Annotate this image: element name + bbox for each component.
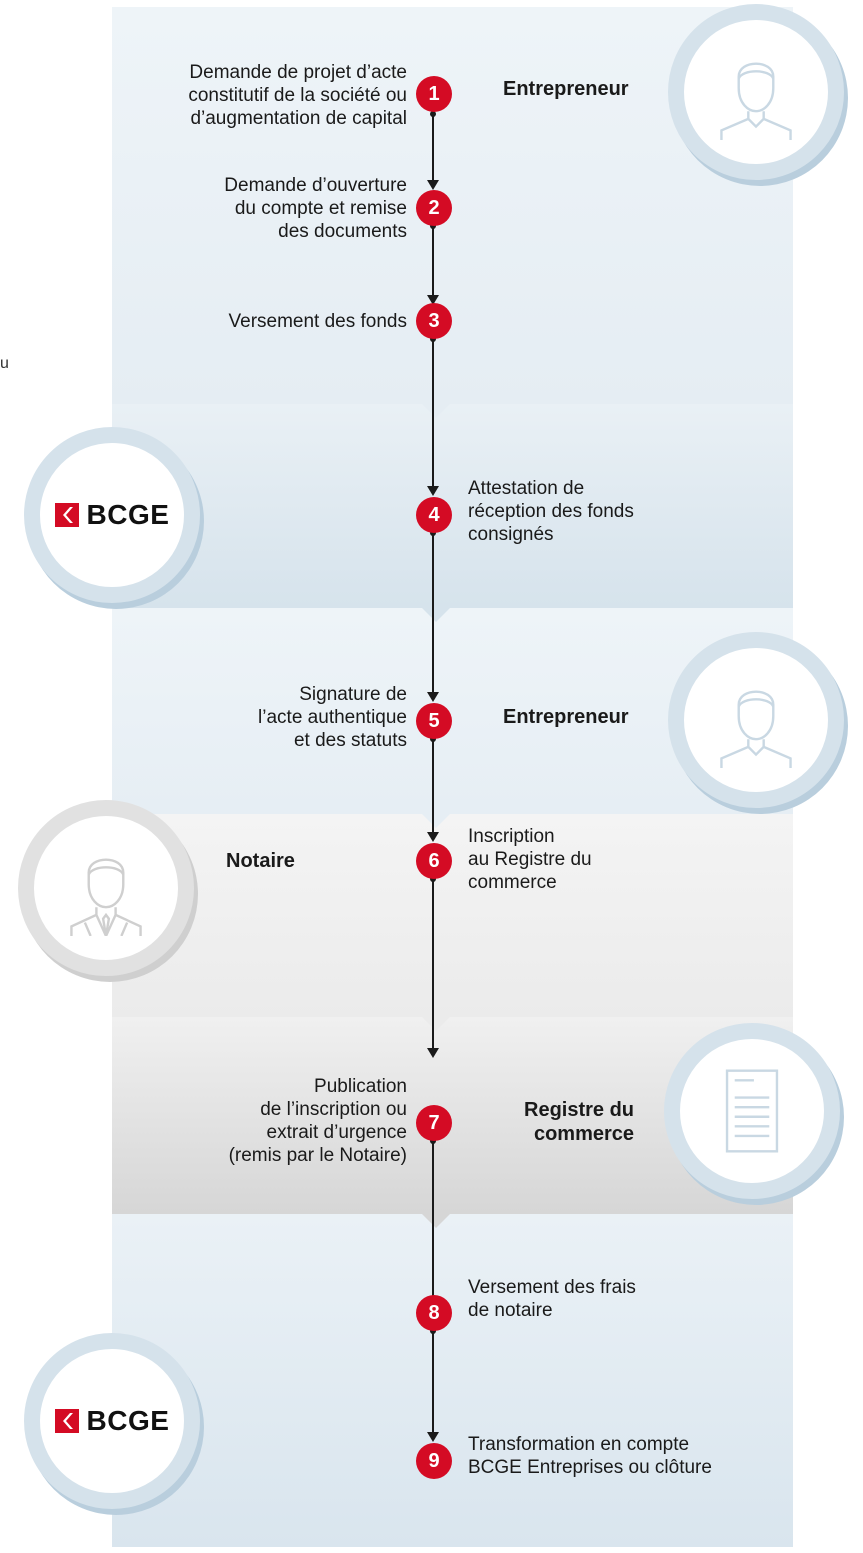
step-3-badge: 3 xyxy=(416,303,452,339)
step-6-badge: 6 xyxy=(416,843,452,879)
bank-logo-circle-1: BCGE xyxy=(24,427,200,603)
connector-arrow xyxy=(427,692,439,702)
step-5-badge: 5 xyxy=(416,703,452,739)
connector-dot xyxy=(430,876,436,882)
connector-line xyxy=(432,112,434,180)
connector-arrow xyxy=(427,295,439,305)
bcge-logo: BCGE xyxy=(54,499,170,531)
connector-dot xyxy=(430,336,436,342)
bcge-logo-text: BCGE xyxy=(86,1405,170,1436)
connector-arrow xyxy=(427,1048,439,1058)
band-bank-2 xyxy=(112,1214,793,1547)
connector-dot xyxy=(430,223,436,229)
step-4-badge: 4 xyxy=(416,497,452,533)
role-notaire: Notaire xyxy=(226,850,295,872)
bcge-logo-mark xyxy=(54,1409,79,1433)
step-1-text: Demande de projet d’acte constitutif de … xyxy=(188,62,407,129)
band-notch xyxy=(422,404,450,418)
band-notaire xyxy=(112,814,793,1017)
connector-dot xyxy=(430,111,436,117)
connector-arrow xyxy=(427,486,439,496)
step-3-text: Versement des fonds xyxy=(228,311,408,332)
connector-dot xyxy=(430,736,436,742)
person-icon xyxy=(720,62,792,140)
step-1-badge: 1 xyxy=(416,76,452,112)
role-registre: Registre du commerce xyxy=(524,1099,635,1145)
connector-arrow xyxy=(427,832,439,842)
connector-dot xyxy=(430,1328,436,1334)
entrepreneur-avatar-1 xyxy=(668,4,844,180)
role-entrepreneur-1: Entrepreneur xyxy=(503,78,629,100)
notary-icon xyxy=(70,858,142,936)
document-icon xyxy=(725,1069,779,1153)
step-6-text: Inscription au Registre du commerce xyxy=(468,826,592,893)
step-8-badge: 8 xyxy=(416,1295,452,1331)
band-notch xyxy=(422,1017,450,1031)
connector-line xyxy=(432,1140,434,1432)
notaire-avatar xyxy=(18,800,194,976)
step-7-badge: 7 xyxy=(416,1105,452,1141)
step-4-text: Attestation de réception des fonds consi… xyxy=(468,478,634,545)
step-9-text: Transformation en compte BCGE Entreprise… xyxy=(468,1434,712,1478)
bank-logo-circle-2: BCGE xyxy=(24,1333,200,1509)
step-7-text: Publication de l’inscription ou extrait … xyxy=(228,1076,407,1166)
entrepreneur-avatar-2 xyxy=(668,632,844,808)
connector-line xyxy=(432,225,434,295)
bcge-logo-text: BCGE xyxy=(86,499,170,530)
connector-arrow xyxy=(427,1432,439,1442)
connector-line xyxy=(432,878,434,1048)
bcge-logo-mark xyxy=(54,503,79,527)
role-entrepreneur-2: Entrepreneur xyxy=(503,706,629,728)
connector-line xyxy=(432,338,434,486)
bcge-logo: BCGE xyxy=(54,1405,170,1437)
step-8-text: Versement des frais de notaire xyxy=(468,1277,636,1321)
connector-line xyxy=(432,532,434,692)
connector-line xyxy=(432,738,434,832)
connector-arrow xyxy=(427,180,439,190)
edge-text-fragment: u xyxy=(0,355,9,372)
connector-line xyxy=(432,1330,434,1352)
connector-dot xyxy=(430,1138,436,1144)
band-notch xyxy=(422,1214,450,1228)
band-notch xyxy=(422,814,450,828)
registre-document-circle xyxy=(664,1023,840,1199)
step-9-badge: 9 xyxy=(416,1443,452,1479)
connector-dot xyxy=(430,530,436,536)
band-notch xyxy=(422,608,450,622)
step-5-text: Signature de l’acte authentique et des s… xyxy=(258,684,407,751)
step-2-text: Demande d’ouverture du compte et remise … xyxy=(224,175,407,242)
step-2-badge: 2 xyxy=(416,190,452,226)
person-icon xyxy=(720,690,792,768)
band-bank-1 xyxy=(112,404,793,608)
